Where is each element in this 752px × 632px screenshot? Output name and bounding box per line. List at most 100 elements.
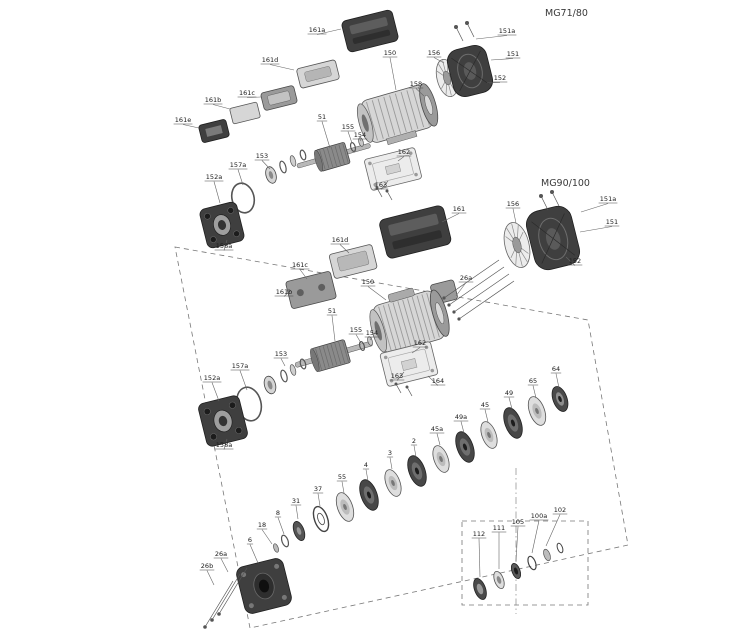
assembly-mg71-80	[198, 9, 494, 249]
callout-leader-line	[223, 438, 228, 450]
callout-leader-line	[531, 520, 540, 554]
callout-leader-line	[413, 445, 417, 458]
mg90-fan-cover-screws	[539, 190, 560, 211]
part-number-label: 162	[398, 148, 410, 156]
callout-leader-line	[182, 124, 200, 129]
callout-leader-line	[441, 213, 460, 223]
part-number-label: 152	[494, 74, 506, 82]
callout-leader-line	[239, 370, 248, 391]
part-number-label: 153	[256, 152, 268, 160]
mg90-flange	[198, 395, 248, 447]
part-number-label: 51	[328, 307, 336, 315]
washer	[273, 543, 279, 553]
callout-leader-line	[277, 517, 285, 535]
mg71-base-plate	[364, 147, 422, 191]
callout-leader-line	[515, 526, 519, 562]
callout-leader-line	[433, 57, 445, 64]
part-number-label: 102	[554, 506, 566, 514]
callout-leader-line	[455, 282, 467, 297]
mg90-through-bolts	[442, 259, 515, 321]
callout-leader-line	[565, 256, 576, 266]
part-number-label: 51	[318, 113, 326, 121]
callout-leader-line	[486, 82, 501, 84]
variant-title-mg71-80: MG71/80	[545, 8, 588, 19]
mg71-terminal-box-frame	[260, 85, 298, 111]
pump-stack	[203, 386, 569, 629]
impeller	[455, 431, 475, 463]
part-number-label: 162	[414, 339, 426, 347]
part-number-label: 105	[512, 518, 524, 526]
part-number-label: 161d	[262, 56, 279, 64]
washer	[280, 534, 290, 548]
mg90-rotor-shaft	[294, 339, 373, 373]
callout-leader-line	[249, 544, 259, 564]
callout-leader-line	[223, 239, 228, 251]
callout-leader-line	[369, 337, 373, 341]
callout-leader-line	[317, 493, 321, 507]
part-number-label: 153	[275, 350, 287, 358]
callout-leader-line	[316, 28, 342, 35]
impeller	[407, 455, 427, 487]
mg90-base-screws	[394, 382, 413, 397]
part-number-label: 45a	[431, 425, 443, 433]
callout-leader-line	[579, 226, 613, 233]
mg71-fan-cover-screws	[454, 21, 475, 42]
callout-leader-line	[490, 58, 514, 61]
mg90-base-plate	[379, 341, 439, 387]
part-number-label: 3	[388, 449, 392, 457]
callout-leader-line	[484, 409, 489, 423]
callout-leader-line	[508, 397, 513, 410]
part-number-label: 163	[375, 181, 387, 189]
part-number-label: 156	[428, 49, 440, 57]
mg71-terminal-box-gasket	[296, 59, 340, 89]
assembly-mg90-100	[198, 190, 581, 447]
callout-leader-line	[269, 64, 295, 71]
mg71-cable-clamp	[198, 119, 230, 143]
callout-leader-line	[365, 469, 369, 482]
impeller	[359, 479, 379, 511]
part-number-label: 112	[473, 530, 485, 538]
coupling-ring	[551, 386, 569, 412]
seal-retainer	[556, 542, 564, 554]
callout-leader-line	[545, 514, 561, 547]
retaining-ring	[312, 505, 330, 533]
callout-leader-line	[341, 481, 345, 494]
part-number-label: 157a	[230, 161, 246, 169]
seal-ring	[493, 571, 505, 589]
callout-leader-line	[261, 160, 271, 170]
seal-rotating-part	[510, 562, 522, 580]
callout-leader-line	[532, 385, 537, 399]
mg90-terminal-box-cover	[379, 205, 452, 259]
part-number-label: 155	[342, 123, 354, 131]
part-number-label: 26a	[215, 550, 227, 558]
callout-leader-line	[299, 269, 308, 280]
chamber	[480, 421, 498, 449]
callout-leader-line	[206, 570, 215, 586]
mg90-fan	[503, 222, 531, 268]
part-number-label: 161	[453, 205, 465, 213]
part-number-label: 157a	[232, 362, 248, 370]
chamber	[527, 396, 547, 426]
stay-bolts	[203, 567, 248, 629]
mg71-terminal-box-cover	[341, 9, 399, 53]
part-number-label: 6	[248, 536, 252, 544]
part-number-label: 151a	[499, 27, 515, 35]
part-number-label: 161c	[292, 261, 308, 269]
callout-leader-line	[212, 104, 231, 110]
mg90-bearing-set	[263, 358, 307, 395]
chamber	[432, 445, 450, 473]
part-number-label: 49	[505, 389, 513, 397]
part-number-label: 158	[410, 80, 422, 88]
callout-leader-line	[237, 169, 244, 186]
callout-leader-line	[555, 373, 560, 389]
part-number-label: 111	[493, 524, 505, 532]
callout-leader-line	[321, 121, 331, 149]
part-number-label: 55	[338, 473, 346, 481]
mg71-base-screws	[375, 186, 393, 201]
part-number-label: 26a	[460, 274, 472, 282]
callout-leader-line	[580, 203, 609, 213]
callout-leader-line	[339, 244, 350, 254]
part-number-label: 158a	[216, 242, 232, 250]
mg71-fan-cover	[446, 45, 494, 97]
